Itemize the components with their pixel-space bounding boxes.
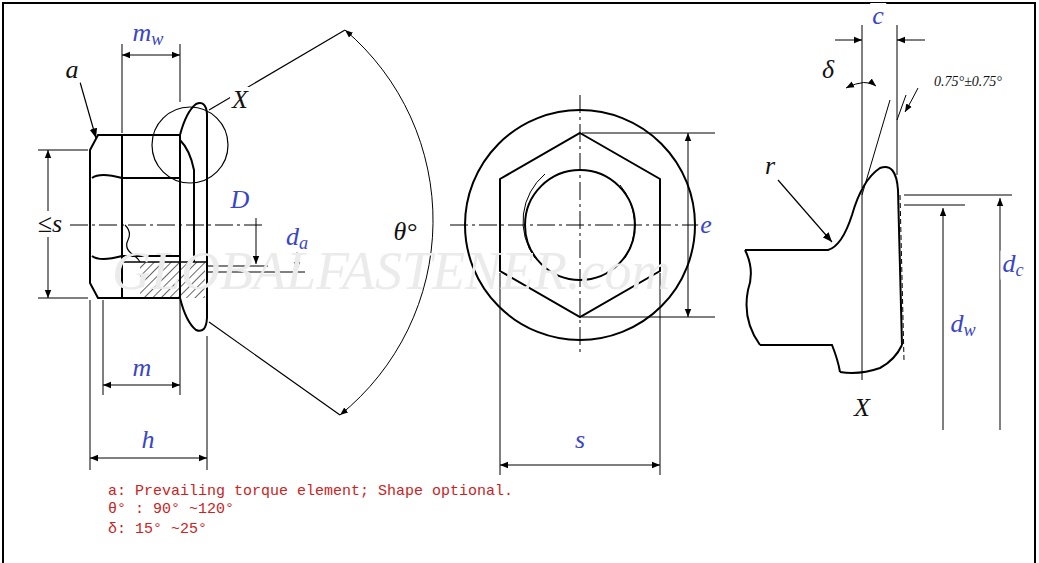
dimension-label: e	[698, 212, 714, 238]
dimension-label: m	[131, 355, 154, 381]
dimension-label: mw	[131, 20, 166, 49]
part-callout: a	[64, 57, 81, 83]
dimension-label: h	[140, 427, 157, 453]
angle-label: θ°	[391, 219, 418, 245]
dimension-label: s	[573, 427, 587, 453]
note-text: a: Prevailing torque element; Shape opti…	[108, 484, 513, 499]
watermark: GLOBALFASTENER.com	[112, 244, 671, 298]
detail-callout: X	[230, 87, 250, 113]
dimension-label: dw	[948, 311, 977, 340]
note-text: θ° : 90° ~120°	[108, 502, 234, 517]
tolerance-label: 0.75°±0.75°	[933, 75, 1003, 89]
radius-label: r	[763, 153, 777, 179]
dimension-label: ≤s	[36, 211, 64, 237]
detail-callout: X	[852, 395, 872, 421]
note-text: δ: 15° ~25°	[108, 522, 207, 537]
dimension-label: D	[229, 187, 252, 213]
dimension-label: c	[870, 3, 886, 29]
angle-label: δ	[820, 57, 836, 83]
dimension-label: dc	[1000, 251, 1025, 280]
